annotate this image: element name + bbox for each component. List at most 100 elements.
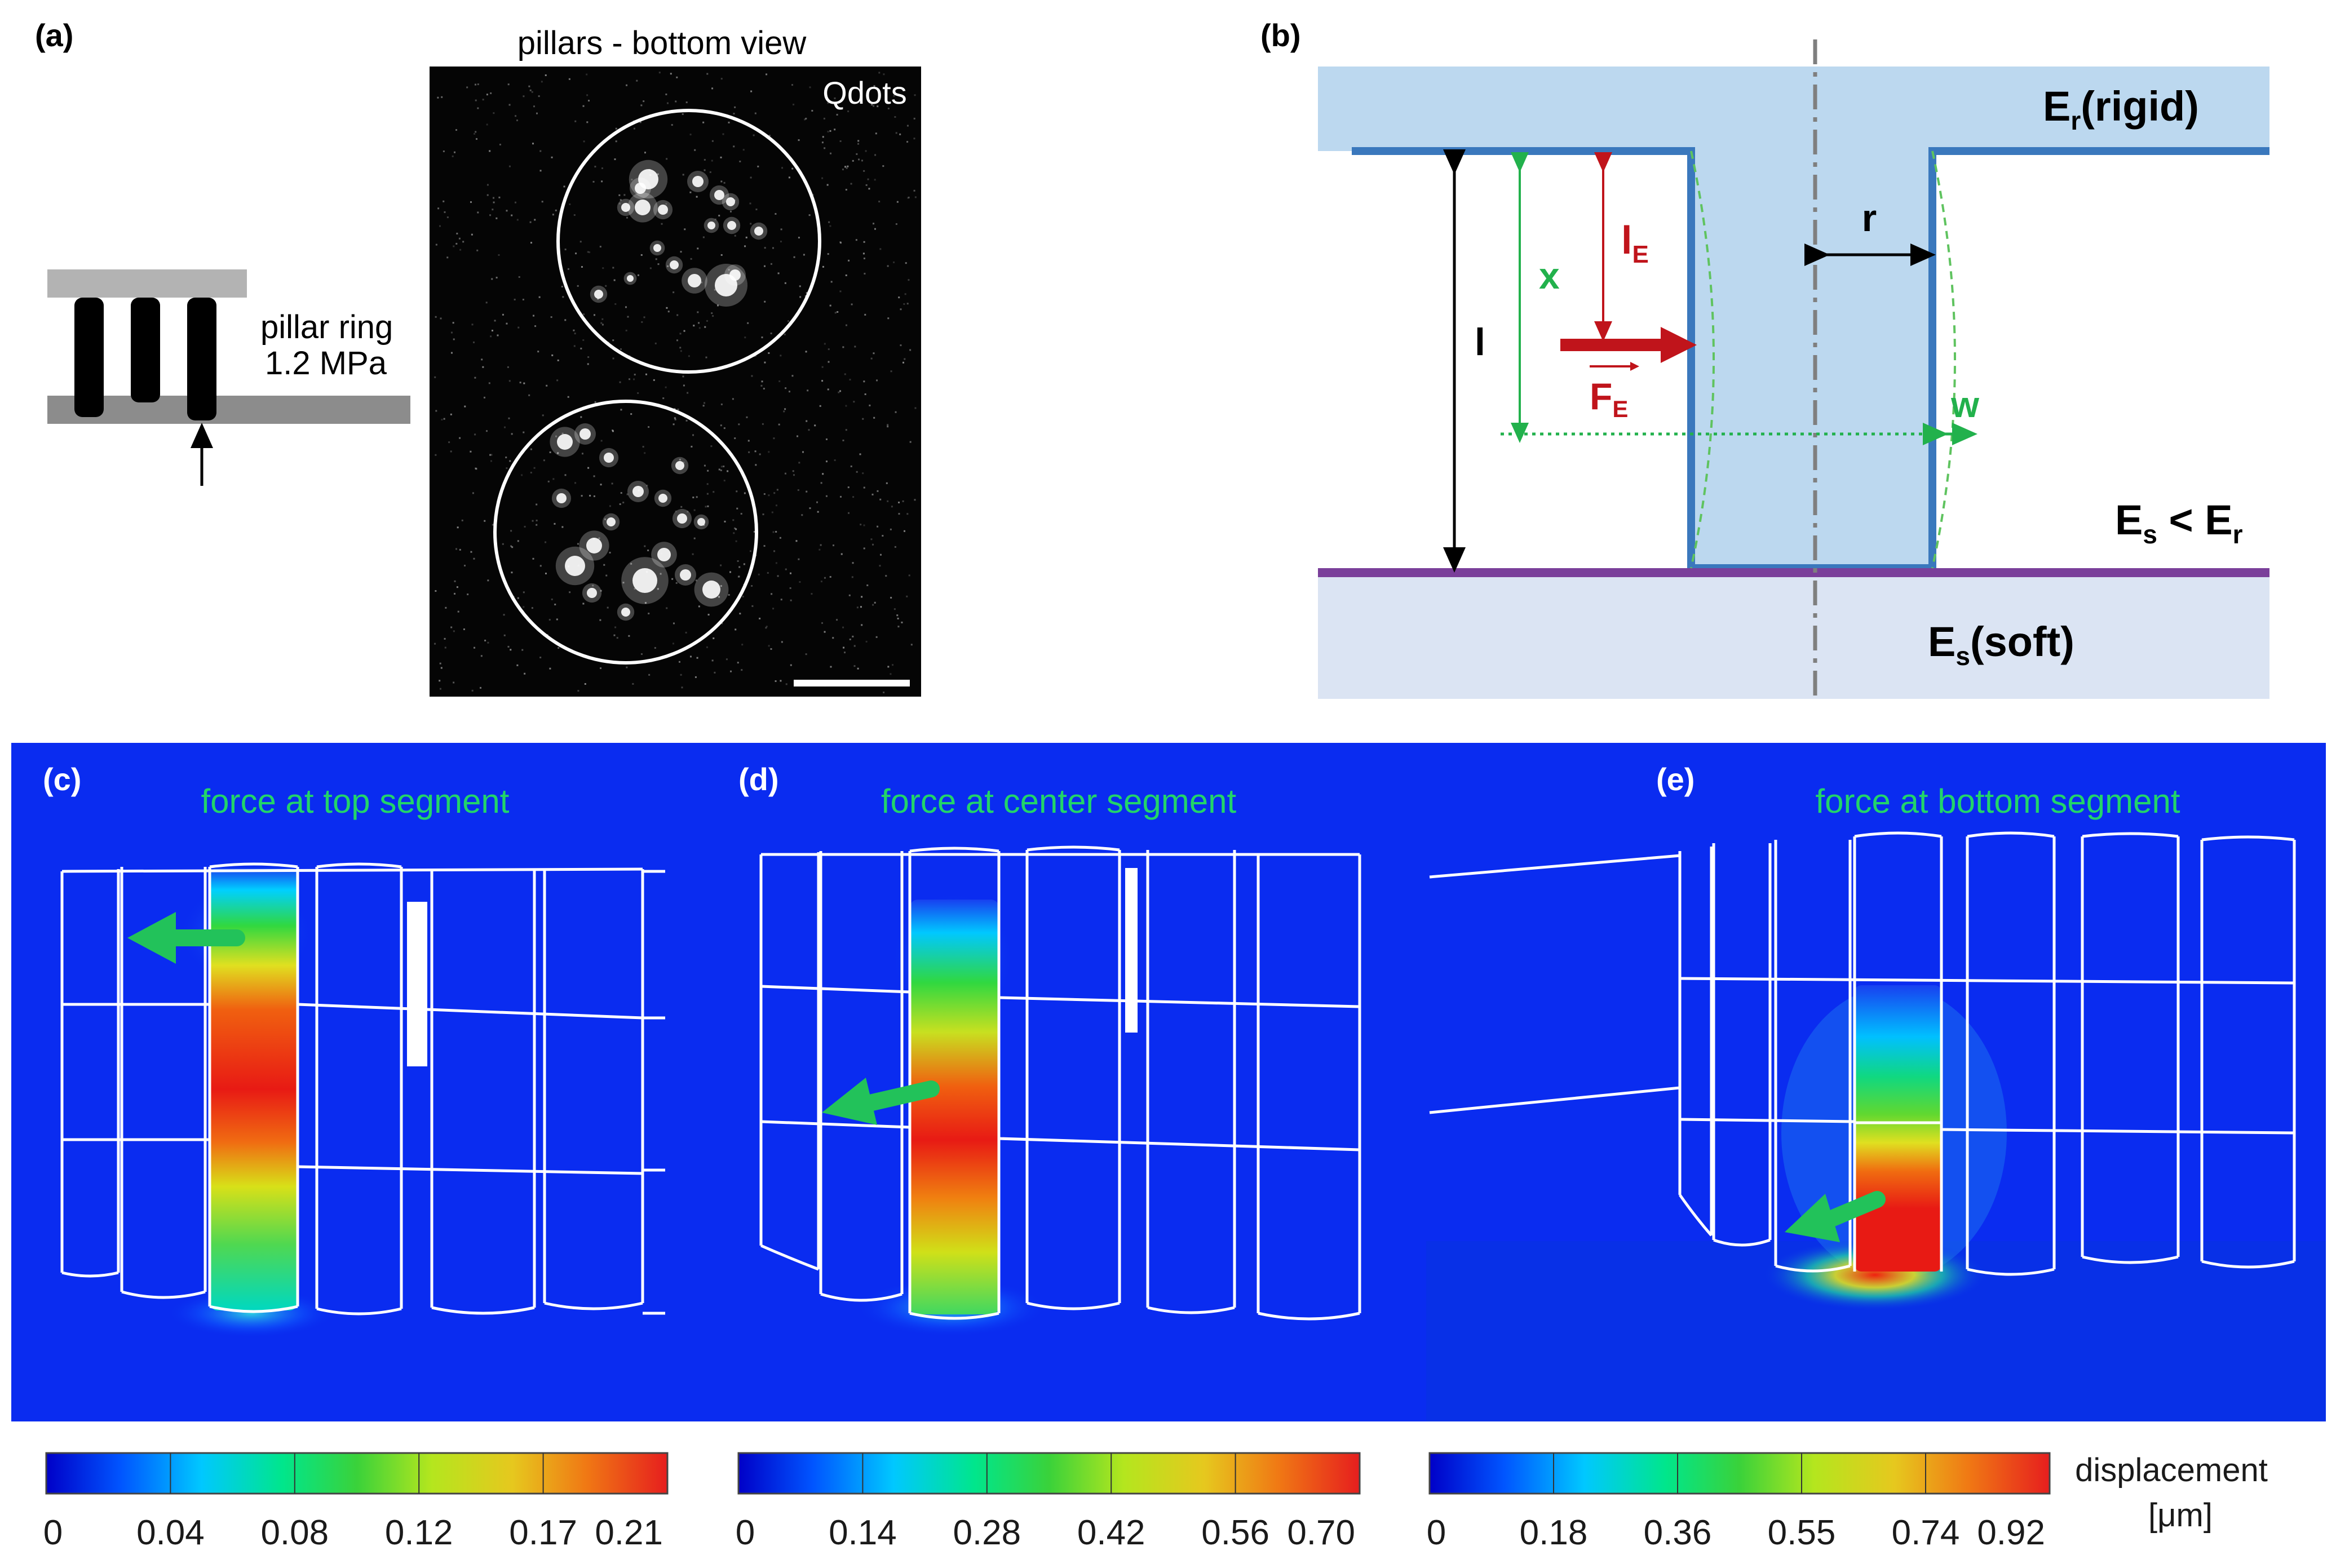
colorbar-frame: [737, 1452, 1361, 1495]
colorbar-tick-label: 0.21: [595, 1513, 663, 1552]
noise-pixel: [840, 242, 842, 244]
noise-pixel: [693, 537, 696, 539]
force-sub: E: [1612, 396, 1628, 422]
noise-pixel: [710, 445, 713, 448]
noise-pixel: [482, 99, 484, 101]
noise-pixel: [443, 150, 445, 153]
noise-pixel: [877, 105, 879, 108]
noise-pixel: [692, 553, 694, 555]
noise-pixel: [874, 601, 876, 604]
noise-pixel: [484, 520, 486, 522]
noise-pixel: [615, 140, 617, 143]
noise-pixel: [536, 519, 538, 521]
qdot: [627, 275, 634, 282]
colorbar-tick-label: 0.74: [1892, 1513, 1960, 1552]
qdot: [726, 197, 735, 206]
noise-pixel: [859, 453, 861, 455]
noise-pixel: [568, 78, 570, 80]
noise-pixel: [890, 528, 892, 530]
noise-pixel: [896, 86, 899, 88]
noise-pixel: [836, 619, 838, 621]
noise-pixel: [637, 392, 639, 394]
noise-pixel: [472, 492, 474, 494]
noise-pixel: [791, 375, 794, 377]
noise-pixel: [676, 339, 678, 342]
noise-pixel: [644, 452, 646, 454]
qdot: [680, 569, 691, 581]
noise-pixel: [873, 223, 875, 225]
noise-pixel: [895, 411, 897, 413]
noise-pixel: [779, 537, 781, 539]
noise-pixel: [797, 489, 799, 491]
noise-pixel: [874, 179, 876, 181]
noise-pixel: [475, 99, 477, 101]
noise-pixel: [529, 89, 532, 91]
noise-pixel: [648, 674, 651, 676]
noise-pixel: [456, 232, 458, 234]
image-noise: [434, 72, 917, 694]
noise-pixel: [601, 180, 603, 183]
noise-pixel: [530, 242, 532, 244]
noise-pixel: [772, 247, 774, 249]
noise-pixel: [495, 217, 498, 219]
noise-pixel: [834, 97, 836, 99]
noise-pixel: [493, 201, 495, 203]
noise-pixel: [895, 223, 897, 225]
noise-pixel: [452, 322, 454, 324]
noise-pixel: [776, 489, 778, 491]
noise-pixel: [453, 245, 455, 247]
noise-pixel: [439, 225, 441, 227]
noise-pixel: [749, 202, 751, 205]
noise-pixel: [836, 114, 838, 116]
noise-pixel: [497, 334, 499, 336]
noise-pixel: [847, 110, 850, 113]
noise-pixel: [768, 645, 770, 647]
noise-pixel: [822, 473, 824, 475]
noise-pixel: [913, 189, 915, 192]
noise-pixel: [892, 664, 894, 666]
noise-pixel: [755, 209, 758, 211]
noise-pixel: [694, 149, 696, 151]
noise-pixel: [552, 478, 555, 480]
noise-pixel: [861, 624, 863, 626]
noise-pixel: [530, 448, 532, 450]
noise-pixel: [877, 525, 879, 528]
noise-pixel: [886, 482, 888, 484]
noise-pixel: [521, 474, 523, 476]
noise-pixel: [865, 184, 868, 186]
noise-pixel: [848, 512, 850, 514]
qdot: [657, 548, 671, 561]
noise-pixel: [741, 669, 743, 671]
noise-pixel: [443, 200, 445, 202]
noise-pixel: [856, 153, 858, 155]
noise-pixel: [847, 165, 849, 167]
qdot: [658, 205, 668, 215]
noise-pixel: [808, 429, 810, 431]
colorbar-frame: [1428, 1452, 2051, 1495]
noise-pixel: [658, 72, 661, 74]
noise-pixel: [435, 454, 437, 456]
noise-pixel: [697, 247, 699, 250]
noise-pixel: [682, 174, 684, 176]
noise-pixel: [655, 258, 657, 260]
noise-pixel: [680, 674, 682, 676]
noise-pixel: [541, 201, 543, 203]
noise-pixel: [784, 282, 786, 284]
noise-pixel: [475, 468, 477, 470]
noise-pixel: [533, 105, 535, 108]
noise-pixel: [470, 201, 472, 203]
noise-pixel: [647, 550, 649, 552]
noise-pixel: [863, 486, 865, 489]
pillar-outline: [1712, 843, 1772, 1247]
noise-pixel: [819, 548, 821, 551]
noise-pixel: [871, 493, 874, 495]
noise-pixel: [781, 641, 783, 643]
noise-pixel: [589, 251, 591, 254]
noise-pixel: [593, 495, 595, 497]
colorbar-tick-label: 0.17: [509, 1513, 577, 1552]
noise-pixel: [853, 665, 856, 667]
noise-pixel: [486, 94, 488, 96]
noise-pixel: [558, 647, 560, 649]
noise-pixel: [862, 418, 864, 420]
noise-pixel: [758, 573, 760, 575]
